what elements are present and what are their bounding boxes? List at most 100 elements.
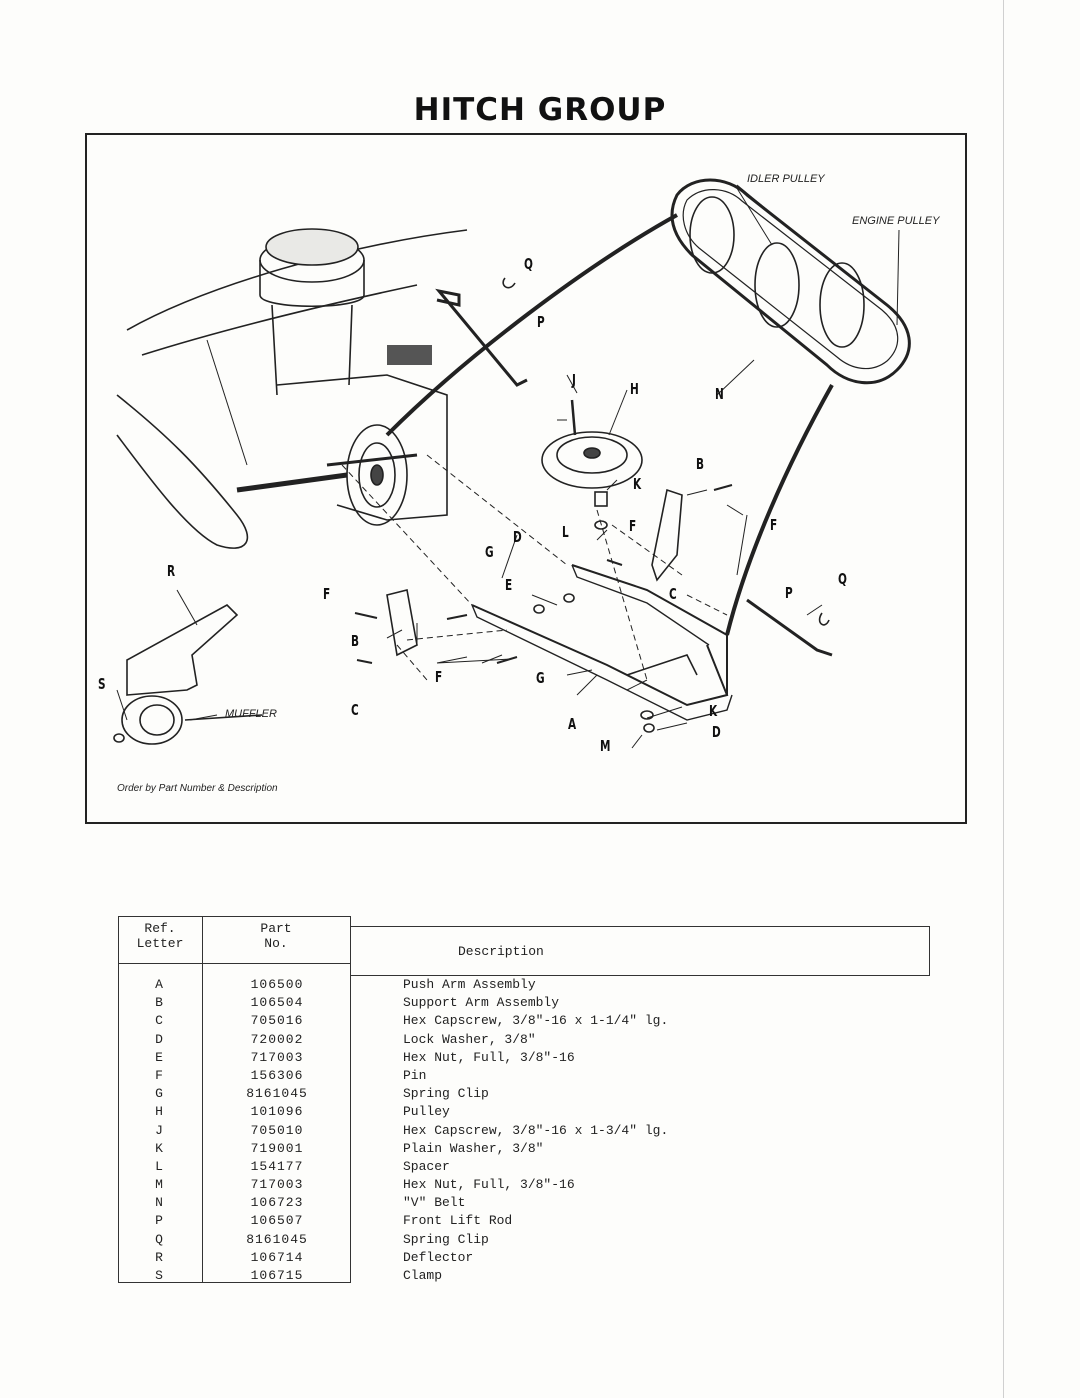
callout-c-right: C	[669, 585, 677, 603]
part-number-cell: 106715	[250, 1268, 304, 1283]
engine-pulley-caption: ENGINE PULLEY	[852, 215, 940, 227]
description-cell: Spring Clip	[403, 1231, 489, 1247]
part-number-cell: 8161045	[246, 1231, 308, 1247]
description-cell: Lock Washer, 3/8"	[403, 1031, 536, 1047]
description-cell: Deflector	[403, 1249, 474, 1265]
callout-r: R	[167, 562, 176, 580]
callout-f-left: F	[323, 585, 331, 603]
col-header-ref: Ref. Letter	[118, 921, 202, 951]
callout-c-left: C	[351, 701, 359, 719]
part-number-cell: 154177	[250, 1158, 304, 1174]
description-cell: Spring Clip	[403, 1086, 489, 1102]
table-row: G 8161045 Spring Clip	[118, 1085, 930, 1103]
callout-j: J	[572, 371, 576, 389]
col-header-part: Part No.	[202, 921, 350, 951]
callout-g-upper: G	[485, 543, 494, 561]
ref-letter-cell: N	[155, 1195, 163, 1211]
idler-pulley-caption: IDLER PULLEY	[747, 173, 825, 185]
description-cell: Clamp	[403, 1268, 443, 1283]
table-row: A 106500 Push Arm Assembly	[118, 976, 930, 994]
callout-a: A	[568, 715, 577, 733]
description-cell: Hex Capscrew, 3/8"-16 x 1-3/4" lg.	[403, 1122, 669, 1138]
description-cell: Hex Capscrew, 3/8"-16 x 1-1/4" lg.	[403, 1013, 669, 1029]
part-number-cell: 720002	[250, 1031, 304, 1047]
part-number-cell: 106500	[250, 977, 304, 992]
callout-h: H	[630, 380, 639, 398]
part-number-cell: 705016	[250, 1013, 304, 1029]
ref-letter-cell: R	[155, 1249, 163, 1265]
part-number-cell: 8161045	[246, 1086, 308, 1102]
table-row: Q 8161045 Spring Clip	[118, 1231, 930, 1249]
description-cell: Plain Washer, 3/8"	[403, 1140, 544, 1156]
callout-s: S	[98, 675, 106, 693]
col-header-ref-line2: Letter	[136, 936, 184, 951]
callout-g-lower: G	[536, 669, 545, 687]
table-row: D 720002 Lock Washer, 3/8"	[118, 1031, 930, 1049]
col-header-description: Description	[458, 944, 544, 959]
part-number-cell: 101096	[250, 1104, 304, 1120]
description-cell: Push Arm Assembly	[403, 977, 536, 992]
order-note: Order by Part Number & Description	[117, 783, 278, 794]
callout-q-lower: Q	[838, 570, 847, 588]
ref-letter-cell: H	[155, 1104, 163, 1120]
part-number-cell: 106723	[250, 1195, 304, 1211]
description-cell: Support Arm Assembly	[403, 995, 560, 1011]
ref-letter-cell: J	[155, 1122, 163, 1138]
col-header-part-line1: Part	[260, 921, 292, 936]
muffler-caption: MUFFLER	[225, 708, 277, 720]
table-row: K 719001 Plain Washer, 3/8"	[118, 1140, 930, 1158]
hitch-diagram: IDLER PULLEY ENGINE PULLEY MUFFLER Q P J…	[85, 133, 967, 824]
callout-k-upper: K	[633, 475, 642, 493]
ref-letter-cell: E	[155, 1049, 163, 1065]
callout-m: M	[600, 737, 611, 755]
page-title: HITCH GROUP	[413, 92, 667, 128]
ref-letter-cell: C	[155, 1013, 163, 1029]
callout-b-right: B	[696, 455, 705, 473]
ref-letter-cell: M	[155, 1177, 163, 1193]
table-row: S 106715 Clamp	[118, 1267, 930, 1285]
ref-letter-cell: S	[155, 1268, 163, 1283]
callout-f-lower: F	[435, 668, 443, 686]
page-edge-line	[1003, 0, 1004, 1398]
description-cell: Hex Nut, Full, 3/8"-16	[403, 1049, 575, 1065]
ref-letter-cell: L	[155, 1158, 163, 1174]
callout-f-right: F	[770, 516, 778, 534]
callout-n: N	[715, 385, 724, 403]
ref-letter-cell: K	[155, 1140, 163, 1156]
ref-letter-cell: D	[155, 1031, 163, 1047]
parts-list-table: Ref. Letter Part No. Description A 106500…	[118, 916, 930, 1283]
part-number-cell: 106507	[250, 1213, 304, 1229]
exploded-view-drawing	[113, 178, 911, 749]
part-number-cell: 719001	[250, 1140, 304, 1156]
callout-f-center: F	[629, 517, 637, 535]
ref-letter-cell: G	[155, 1086, 163, 1102]
description-cell: "V" Belt	[403, 1195, 466, 1211]
part-number-cell: 106714	[250, 1249, 304, 1265]
callout-e: E	[505, 576, 513, 594]
table-row: N 106723 "V" Belt	[118, 1194, 930, 1212]
part-number-cell: 717003	[250, 1177, 304, 1193]
description-cell: Pin	[403, 1067, 427, 1083]
callout-l: L	[562, 523, 569, 541]
ref-letter-cell: Q	[155, 1231, 163, 1247]
ref-letter-cell: P	[155, 1213, 163, 1229]
table-row: R 106714 Deflector	[118, 1249, 930, 1267]
callout-d-upper: D	[513, 528, 522, 546]
callout-d-lower: D	[712, 723, 721, 741]
callout-b-left: B	[351, 632, 360, 650]
callout-k-lower: K	[709, 702, 718, 720]
col-header-part-line2: No.	[264, 936, 288, 951]
col-header-ref-line1: Ref.	[144, 921, 176, 936]
table-row: C 705016 Hex Capscrew, 3/8"-16 x 1-1/4" lg…	[118, 1012, 930, 1030]
callout-p-lower: P	[785, 584, 793, 602]
part-number-cell: 106504	[250, 995, 304, 1011]
ref-letter-cell: A	[155, 977, 163, 992]
